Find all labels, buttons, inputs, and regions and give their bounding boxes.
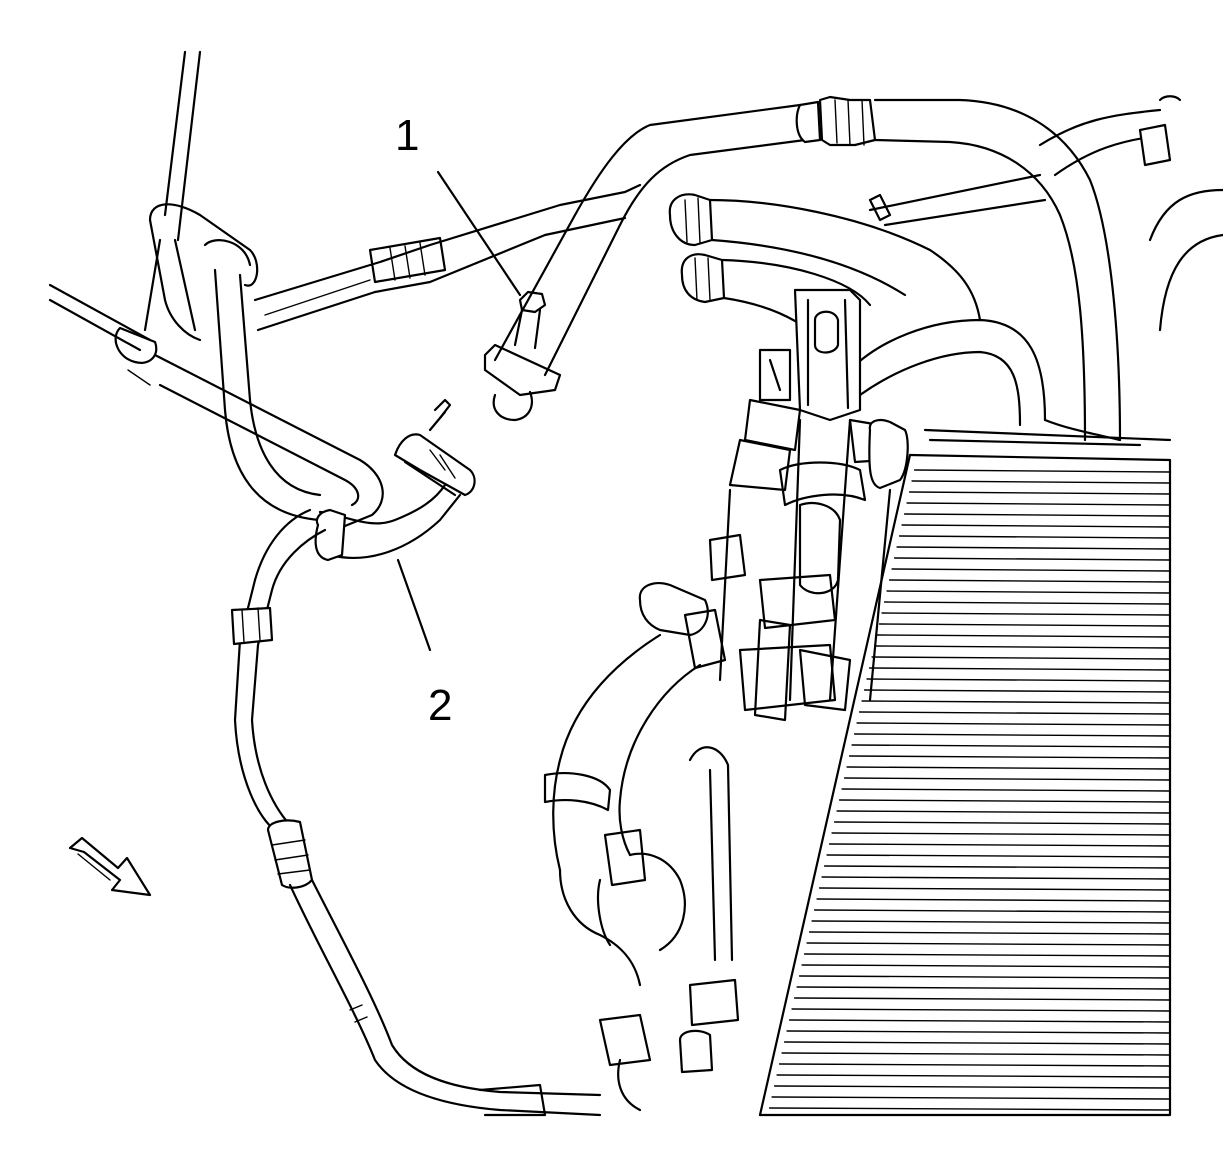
radiator-fin [788, 1019, 1171, 1023]
radiator-fin [808, 931, 1171, 935]
radiator-fin [886, 590, 1171, 594]
radiator-fin [901, 524, 1171, 528]
radiator-fin [881, 612, 1171, 616]
upper-pipe-arch [493, 95, 1122, 442]
radiator-fin [776, 1074, 1171, 1078]
radiator-fin [846, 766, 1171, 770]
radiator-fin [773, 1085, 1171, 1089]
radiator-fin [893, 557, 1171, 561]
radiator-fin [888, 579, 1171, 583]
upper-right-hoses [868, 95, 1223, 332]
fitting-stem [428, 398, 452, 432]
radiator-fin [801, 964, 1171, 968]
radiator-fin [838, 799, 1171, 803]
radiator-fin [911, 480, 1171, 484]
radiator-fin [856, 722, 1171, 726]
radiator-fin [803, 953, 1171, 957]
radiator-fin [778, 1063, 1171, 1067]
radiator-fin [811, 920, 1171, 924]
radiator-fin [826, 854, 1171, 858]
radiator-fin [863, 689, 1171, 693]
radiator-fin [813, 909, 1171, 913]
radiator-fin [861, 700, 1171, 704]
radiator-fin [876, 634, 1171, 638]
radiator-side-bracket [708, 288, 909, 712]
radiator-fin [806, 942, 1171, 946]
radiator-fin [851, 744, 1171, 748]
radiator-fin [828, 843, 1171, 847]
radiator-fin [883, 601, 1171, 605]
diagonal-line-left [48, 283, 158, 386]
radiator-fin [903, 513, 1171, 517]
radiator-fin [848, 755, 1171, 759]
radiator-fin [866, 678, 1171, 682]
ac-hose-upper [153, 353, 476, 562]
radiator-hoses [668, 193, 982, 342]
body-rail [253, 183, 642, 332]
front-direction-arrow-icon [68, 836, 152, 897]
radiator-fin [821, 876, 1171, 880]
radiator-fin [841, 788, 1171, 792]
radiator-fin [771, 1096, 1171, 1100]
radiator-fin [798, 975, 1171, 979]
lower-hose-assembly [543, 582, 792, 1112]
radiator-fin [791, 1008, 1171, 1012]
radiator-fin [768, 1107, 1171, 1111]
radiator-fin [781, 1052, 1171, 1056]
radiator-fin [908, 491, 1171, 495]
radiator-fin [823, 865, 1171, 869]
radiator-fin [913, 469, 1171, 473]
radiator-fin [833, 821, 1171, 825]
radiator-fin [898, 535, 1171, 539]
radiator-fin [786, 1030, 1171, 1034]
radiator-fin [816, 898, 1171, 902]
left-u-pipe [148, 203, 322, 522]
radiator-fin [858, 711, 1171, 715]
radiator-core [758, 428, 1172, 1117]
radiator-fin [853, 733, 1171, 737]
radiator-fin [796, 986, 1171, 990]
radiator-fin [868, 667, 1171, 671]
leader-lines [396, 170, 522, 652]
radiator-fin [793, 997, 1171, 1001]
vertical-rod [143, 50, 202, 332]
radiator-fins [768, 469, 1171, 1111]
callout-1-label: 1 [395, 111, 419, 160]
radiator-fin [871, 656, 1171, 660]
lower-ac-line [230, 508, 602, 1117]
radiator-fin [896, 546, 1171, 550]
radiator-fin [891, 568, 1171, 572]
radiator-fin [906, 502, 1171, 506]
radiator-fin [836, 810, 1171, 814]
radiator-fin [878, 623, 1171, 627]
radiator-fin [831, 832, 1171, 836]
radiator-fin [783, 1041, 1171, 1045]
radiator-fin [843, 777, 1171, 781]
radiator-fin [873, 645, 1171, 649]
leader-line-1 [436, 170, 522, 297]
bolt-nut [483, 290, 562, 422]
leader-line-2 [396, 558, 432, 652]
radiator-fin [818, 887, 1171, 891]
callout-2-label: 2 [428, 681, 452, 730]
